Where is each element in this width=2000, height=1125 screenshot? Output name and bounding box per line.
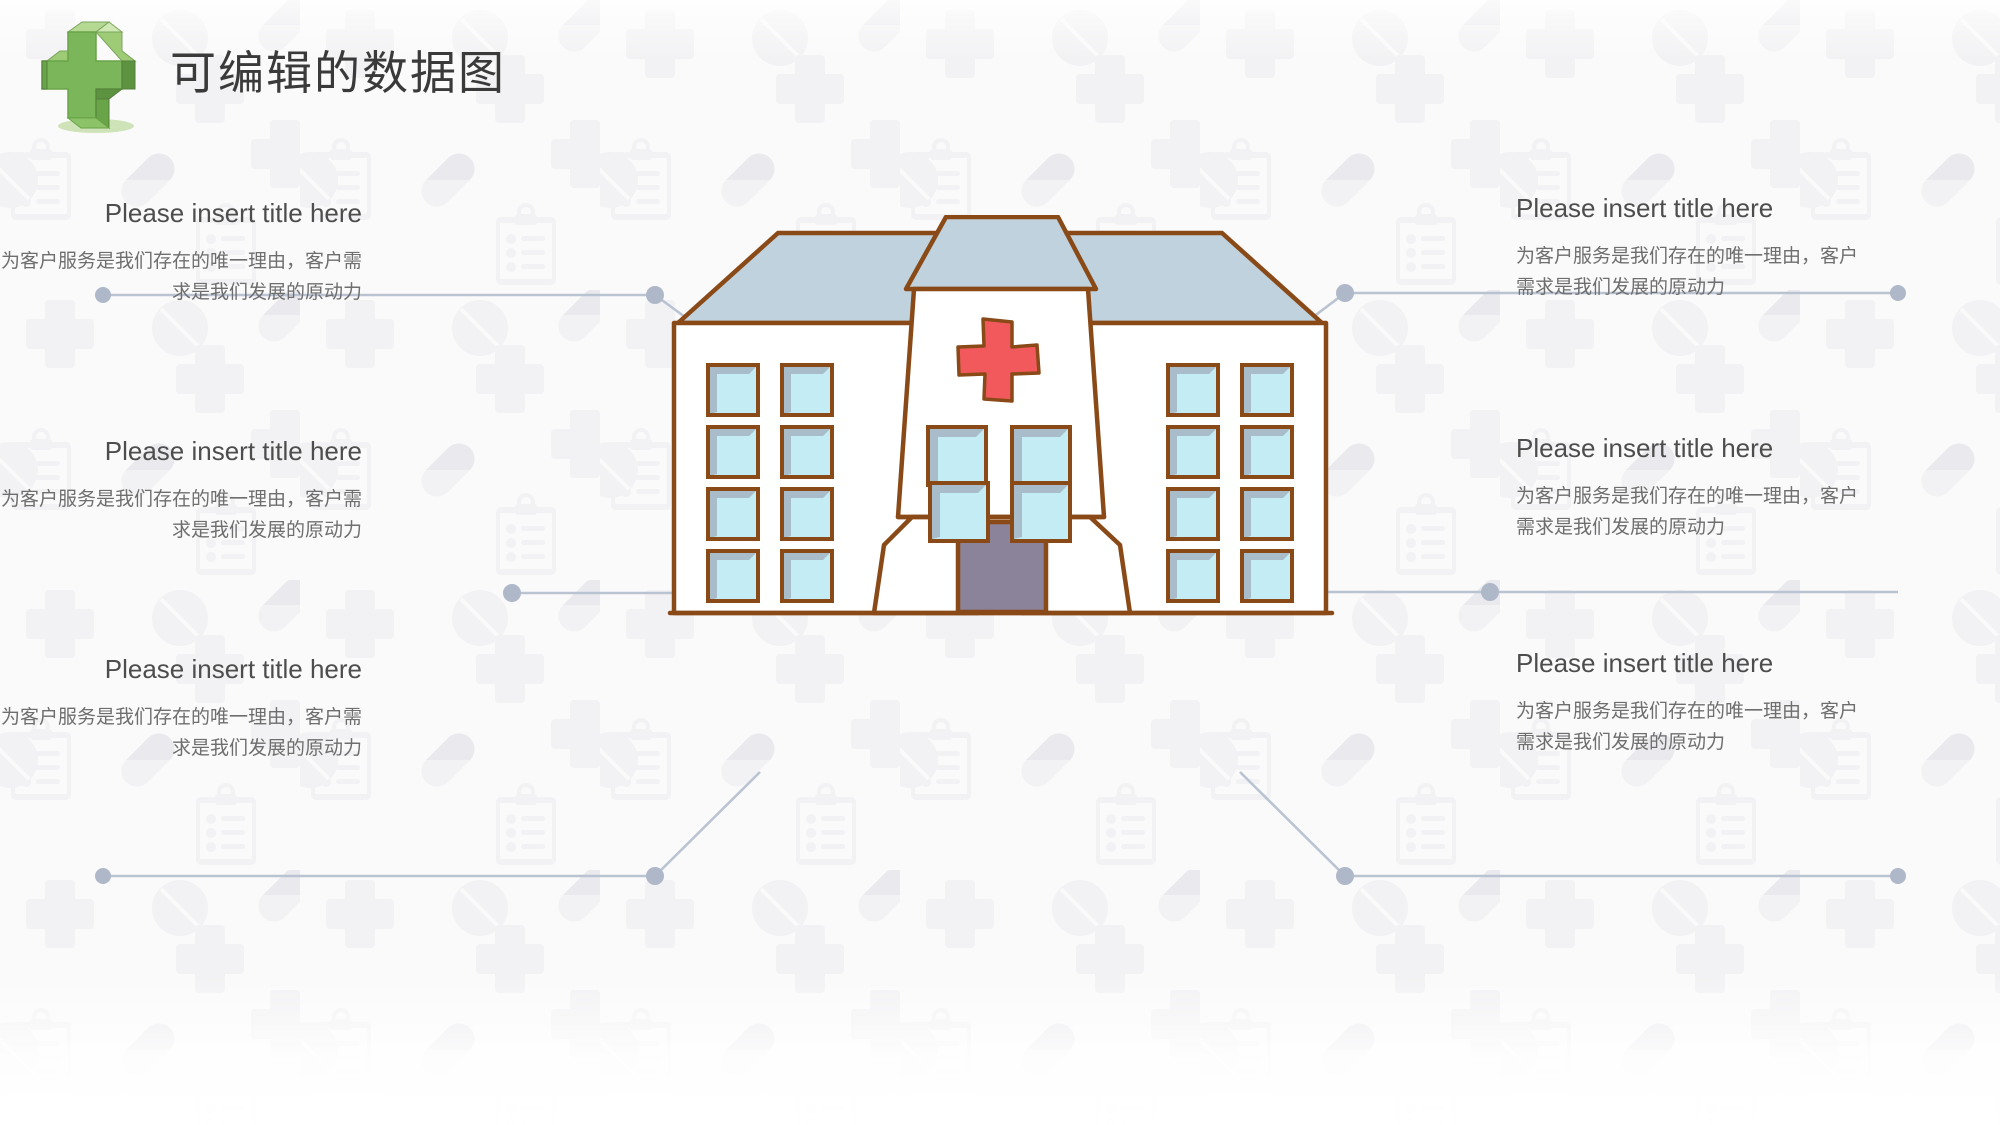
callout-bottom-right[interactable]: Please insert title here 为客户服务是我们存在的唯一理由… — [1516, 648, 1896, 758]
callout-top-left[interactable]: Please insert title here 为客户服务是我们存在的唯一理由… — [0, 198, 362, 308]
tower-roof — [903, 214, 1099, 292]
callout-title: Please insert title here — [104, 198, 362, 228]
callout-bottom-left[interactable]: Please insert title here 为客户服务是我们存在的唯一理由… — [0, 654, 362, 764]
red-medical-cross-icon — [956, 317, 1041, 403]
callout-middle-right[interactable]: Please insert title here 为客户服务是我们存在的唯一理由… — [1516, 433, 1896, 543]
callout-title: Please insert title here — [1516, 433, 1774, 463]
callout-body: 为客户服务是我们存在的唯一理由，客户需求是我们发展的原动力 — [0, 706, 362, 759]
callout-body: 为客户服务是我们存在的唯一理由，客户需求是我们发展的原动力 — [0, 488, 362, 541]
callout-body: 为客户服务是我们存在的唯一理由，客户需求是我们发展的原动力 — [1516, 700, 1859, 753]
slide-header: 可编辑的数据图 — [30, 18, 506, 138]
hospital-building-illustration — [660, 214, 1340, 780]
window-group — [706, 363, 1294, 603]
callout-title: Please insert title here — [1516, 193, 1774, 223]
callout-title: Please insert title here — [104, 654, 362, 684]
callout-body: 为客户服务是我们存在的唯一理由，客户需求是我们发展的原动力 — [1516, 485, 1859, 538]
callout-title: Please insert title here — [1516, 648, 1774, 678]
callout-body: 为客户服务是我们存在的唯一理由，客户需求是我们发展的原动力 — [0, 250, 362, 303]
callout-middle-left[interactable]: Please insert title here 为客户服务是我们存在的唯一理由… — [0, 436, 362, 546]
callout-title: Please insert title here — [104, 436, 362, 466]
green-3d-cross-icon — [30, 18, 152, 138]
callout-body: 为客户服务是我们存在的唯一理由，客户需求是我们发展的原动力 — [1516, 245, 1859, 298]
callout-top-right[interactable]: Please insert title here 为客户服务是我们存在的唯一理由… — [1516, 193, 1896, 303]
page-title: 可编辑的数据图 — [170, 46, 506, 100]
